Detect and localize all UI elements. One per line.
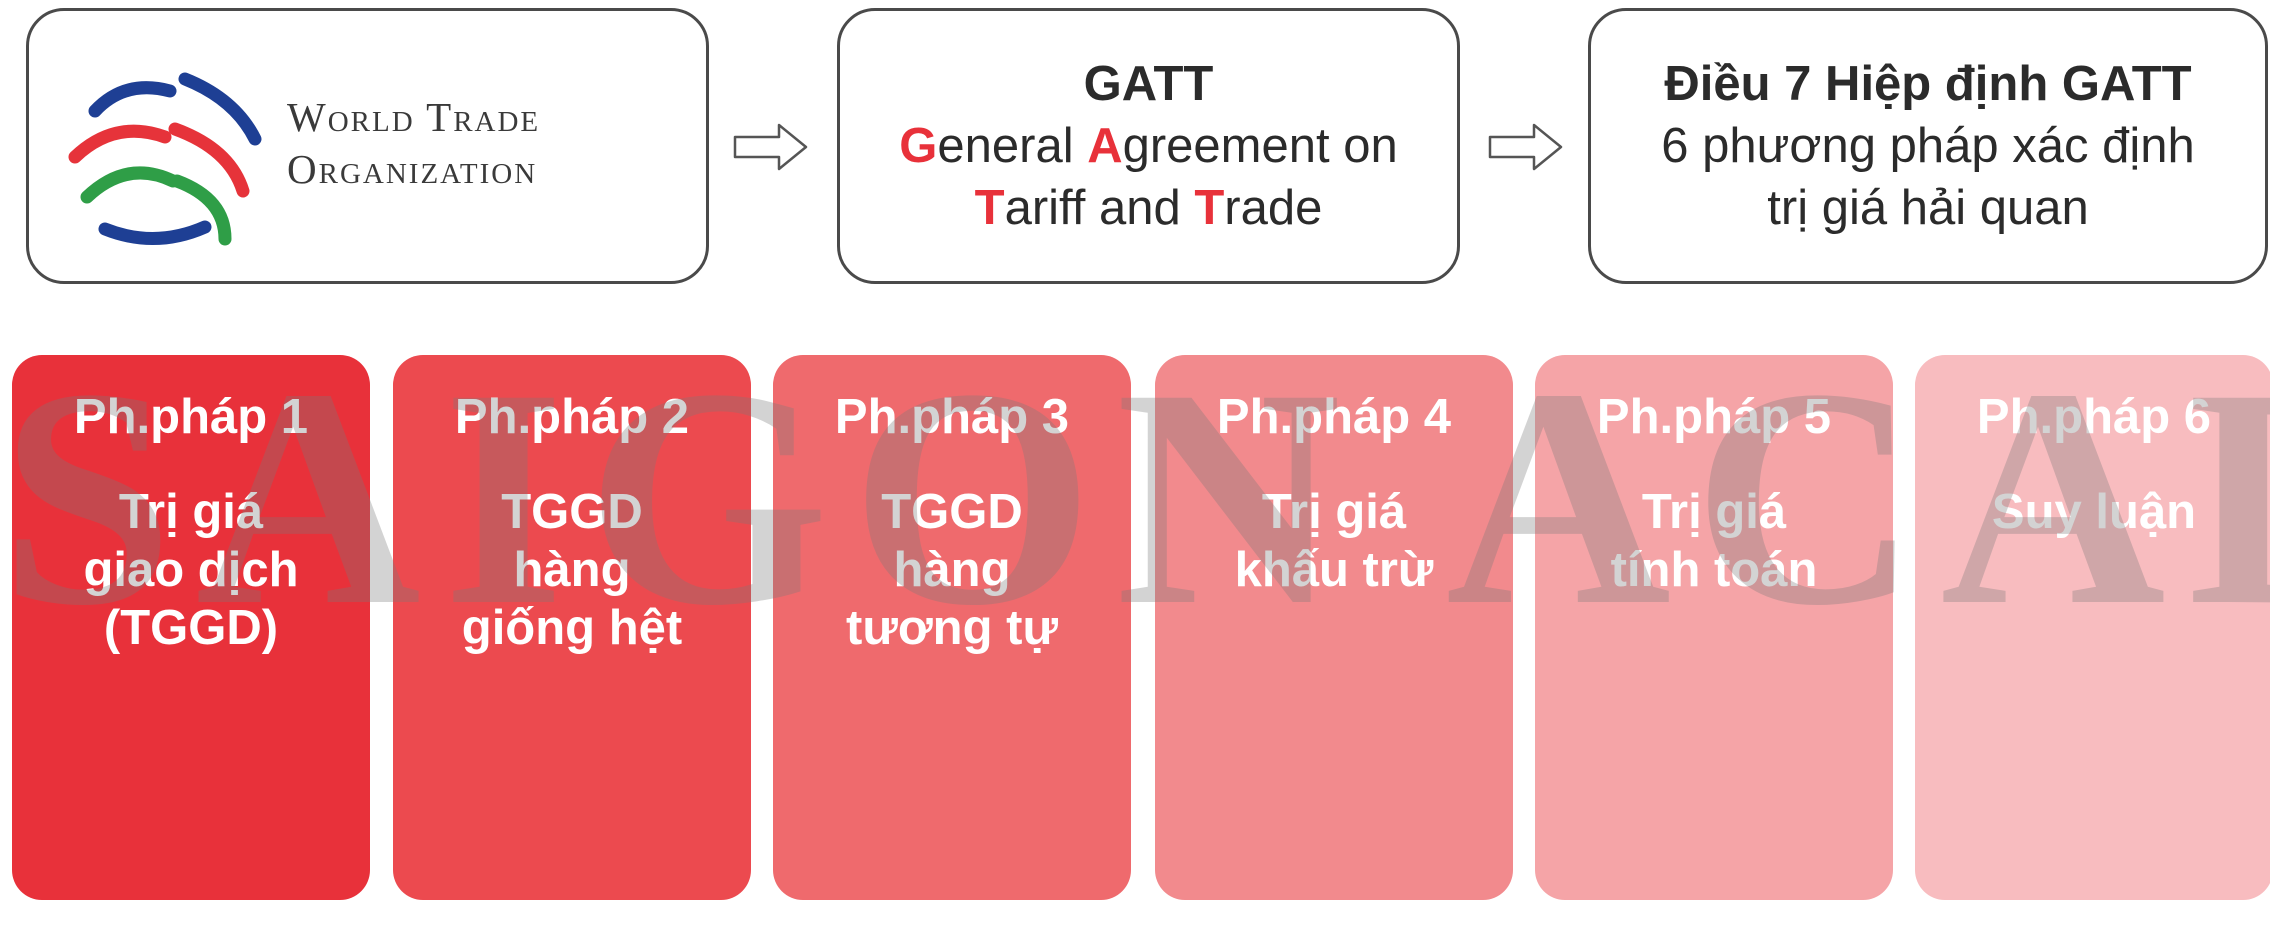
gatt-title: GATT (1083, 57, 1214, 111)
wto-logo-icon (68, 72, 262, 246)
method-description-line: TGGD (501, 485, 643, 539)
method-description-line: giao dịch (83, 543, 299, 597)
method-description-line: (TGGD) (103, 601, 279, 655)
method-description-line: tương tự (846, 601, 1058, 655)
method-description-line: tính toán (1610, 543, 1818, 597)
article7-text: Điều 7 Hiệp định GATT 6 phương pháp xác … (1591, 53, 2265, 239)
gatt-line2: Tariff and Trade (840, 177, 1457, 239)
gatt-box: GATT General Agreement on Tariff and Tra… (837, 8, 1460, 284)
gatt-text: GATT General Agreement on Tariff and Tra… (840, 53, 1457, 239)
method-title: Ph.pháp 4 (1216, 390, 1452, 444)
method-description-line: hàng (513, 543, 631, 597)
wto-name-line1: World Trade (287, 94, 541, 140)
wto-name: World Trade Organization (287, 91, 540, 195)
method-description: Suy luận (1915, 483, 2270, 541)
method-description-line: Trị giá (118, 485, 264, 539)
method-title: Ph.pháp 2 (454, 390, 690, 444)
method-description-line: Trị giá (1641, 485, 1787, 539)
article7-line2: trị giá hải quan (1767, 181, 2089, 235)
method-card-6: Ph.pháp 6 Suy luận (1915, 355, 2270, 900)
method-description-line: Suy luận (1991, 485, 2197, 539)
method-title: Ph.pháp 6 (1976, 390, 2212, 444)
wto-name-line2: Organization (287, 146, 538, 192)
method-description-line: hàng (893, 543, 1011, 597)
gatt-initial-letter: T (974, 181, 1005, 235)
gatt-word-part: greement on (1122, 119, 1398, 173)
gatt-word-part: eneral (937, 119, 1088, 173)
gatt-initial-letter: T (1194, 181, 1225, 235)
gatt-line1: General Agreement on (840, 115, 1457, 177)
method-title: Ph.pháp 5 (1596, 390, 1832, 444)
gatt-word-part: rade (1224, 181, 1323, 235)
method-title: Ph.pháp 3 (834, 390, 1070, 444)
arrow-right-icon (733, 123, 808, 171)
method-description-line: TGGD (881, 485, 1023, 539)
gatt-word-part: ariff and (1004, 181, 1195, 235)
method-description-line: Trị giá (1261, 485, 1407, 539)
article7-title: Điều 7 Hiệp định GATT (1664, 57, 2192, 111)
method-description-line: khấu trừ (1234, 543, 1434, 597)
article7-line1: 6 phương pháp xác định (1661, 119, 2195, 173)
method-description-line: giống hệt (461, 601, 683, 655)
article7-box: Điều 7 Hiệp định GATT 6 phương pháp xác … (1588, 8, 2268, 284)
wto-box: World Trade Organization (26, 8, 709, 284)
gatt-initial-letter: G (899, 119, 938, 173)
arrow-right-icon (1488, 123, 1563, 171)
method-title: Ph.pháp 1 (73, 390, 309, 444)
gatt-initial-letter: A (1087, 119, 1123, 173)
